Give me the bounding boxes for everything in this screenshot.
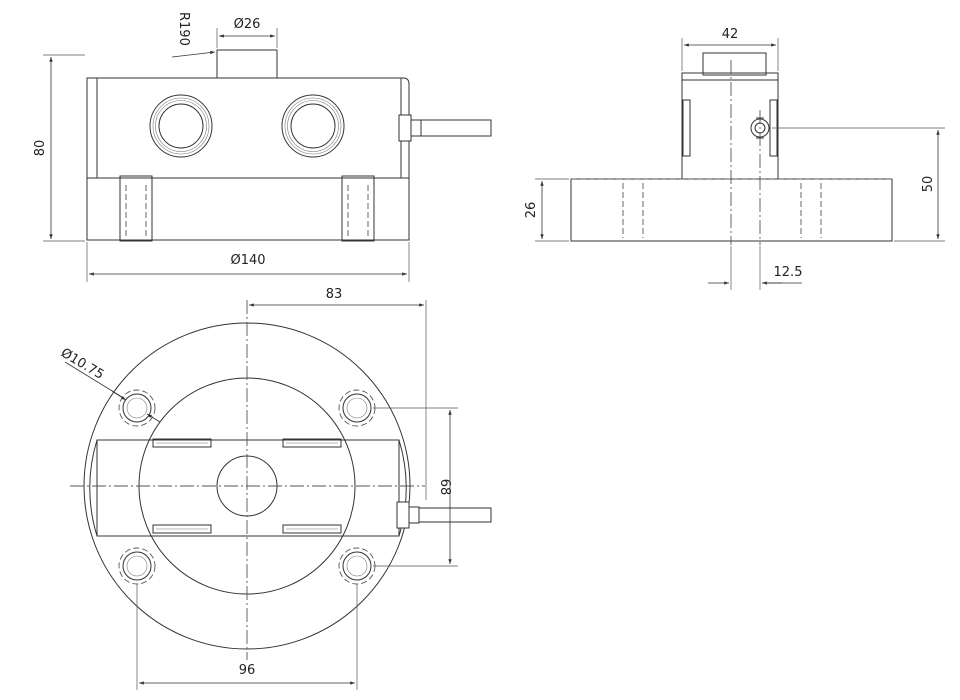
dim-plan-offset: 83: [326, 287, 343, 302]
dim-hole-dia: Ø10.75: [58, 346, 106, 383]
bolt-hole-top-left: [118, 389, 156, 427]
bolt-hole-bottom-right: [338, 547, 376, 585]
dim-dia-top: Ø26: [234, 17, 261, 32]
dim-side-height: 50: [921, 176, 936, 193]
front-view-dimensions: Ø26 R190 80 Ø140: [33, 12, 410, 282]
dim-dia-overall: Ø140: [230, 253, 265, 268]
gauge-hole-left: [149, 94, 213, 158]
bolt-hole-top-right: [338, 389, 376, 427]
plan-view: [70, 300, 492, 660]
dim-side-width: 42: [722, 27, 739, 42]
dim-side-base-height: 26: [524, 202, 539, 219]
dim-height-total: 80: [33, 140, 48, 157]
dim-radius-top: R190: [176, 12, 191, 46]
side-view: [570, 52, 893, 245]
side-view-dimensions: 42 26 50 12.5: [524, 27, 945, 290]
bolt-hole-bottom-left: [118, 547, 156, 585]
front-view: [86, 49, 492, 242]
dim-hole-spacing-x: 96: [239, 663, 256, 678]
dim-side-offset: 12.5: [774, 265, 803, 280]
dim-hole-spacing-y: 68: [437, 479, 452, 496]
gauge-hole-right: [281, 94, 345, 158]
